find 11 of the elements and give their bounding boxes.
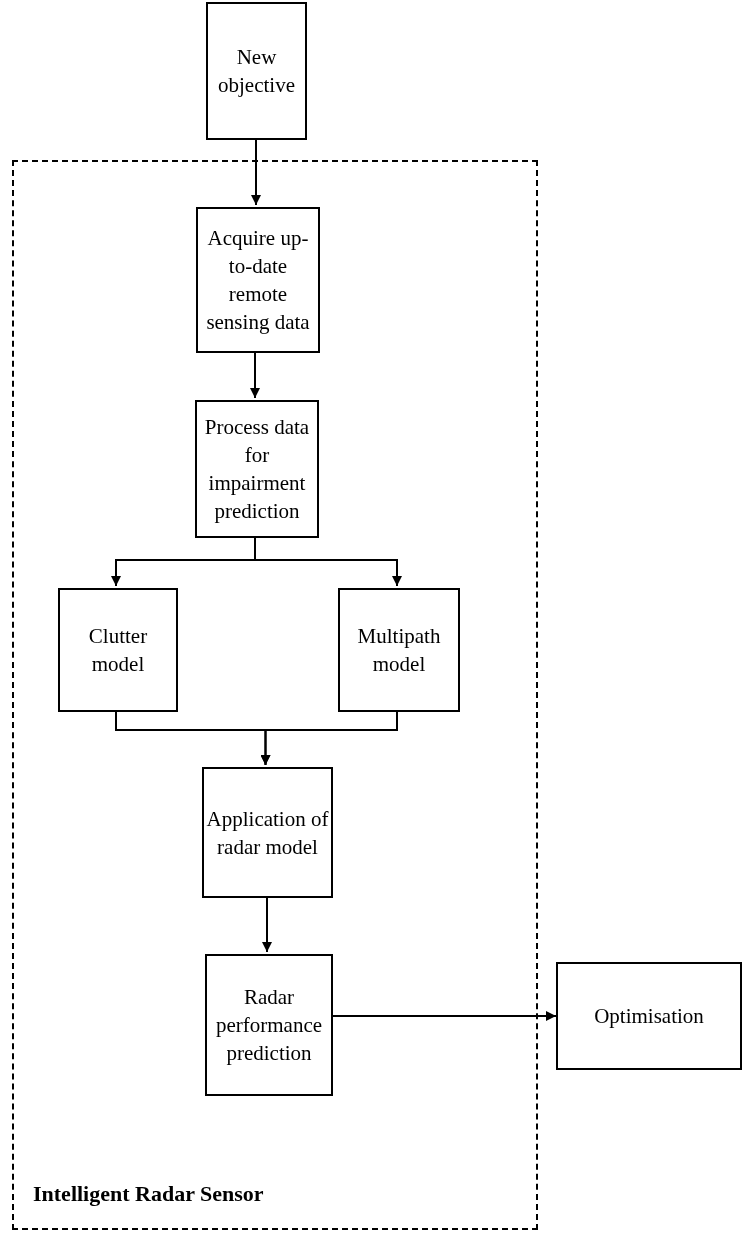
process-box: Clutter model [58,588,178,712]
process-box: Process data for impairment prediction [195,400,319,538]
process-box: Application of radar model [202,767,333,898]
process-box: Optimisation [556,962,742,1070]
arrow [251,139,261,206]
process-box: New objective [206,2,307,140]
process-box: Radar performance prediction [205,954,333,1096]
group-title: Intelligent Radar Sensor [33,1180,264,1208]
group-frame [12,160,538,1230]
process-box: Multipath model [338,588,460,712]
process-box: Acquire up-to-date remote sensing data [196,207,320,353]
